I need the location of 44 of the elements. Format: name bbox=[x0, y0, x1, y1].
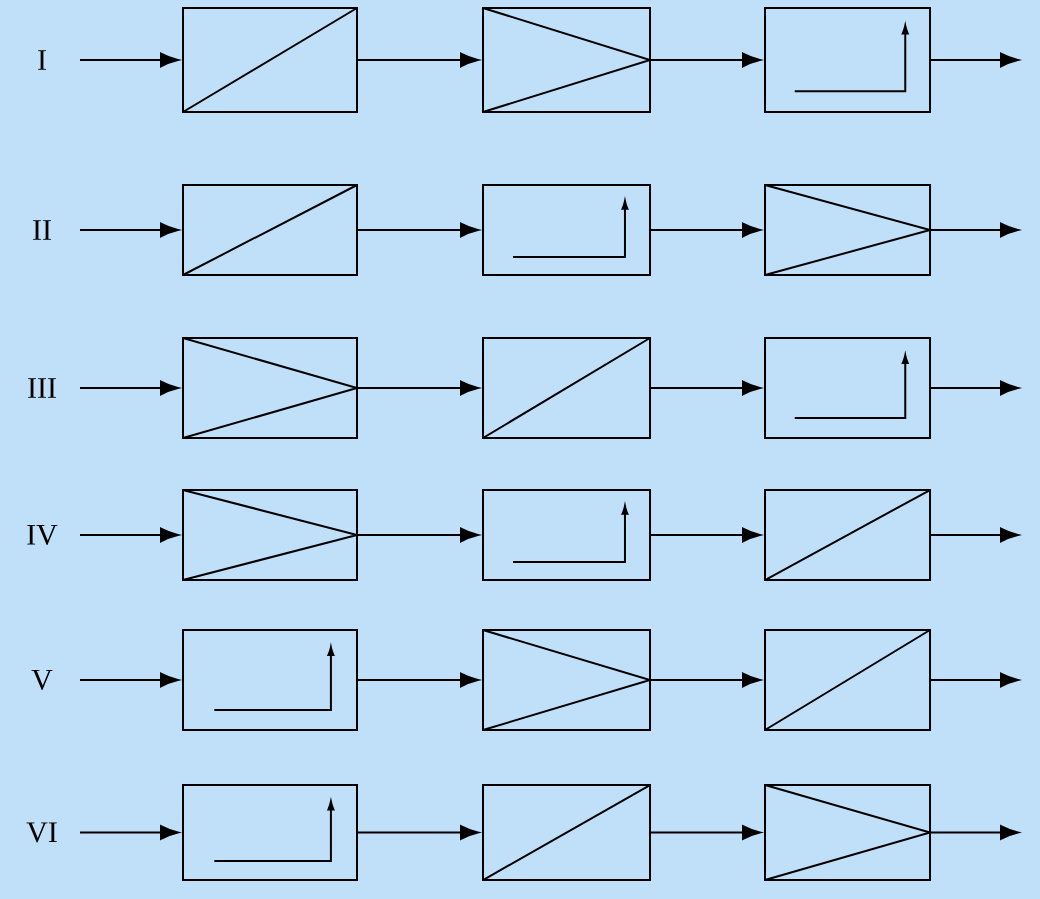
arrow bbox=[79, 52, 179, 68]
ramp-block bbox=[182, 184, 358, 276]
wedge-block bbox=[482, 629, 654, 731]
arrow bbox=[650, 380, 761, 396]
row-label: I bbox=[38, 50, 46, 70]
row-label: II bbox=[33, 220, 51, 240]
wedge-block bbox=[764, 784, 934, 881]
step-block bbox=[182, 629, 358, 731]
ramp-block bbox=[764, 629, 931, 731]
ramp-block bbox=[182, 7, 358, 113]
arrow bbox=[650, 672, 761, 688]
arrow bbox=[650, 52, 761, 68]
arrow bbox=[650, 527, 761, 543]
arrow bbox=[357, 672, 479, 688]
row-label: VI bbox=[26, 822, 57, 843]
ramp-block bbox=[764, 489, 931, 581]
arrow bbox=[357, 222, 479, 238]
wedge-block bbox=[764, 184, 934, 276]
row-label: IV bbox=[27, 524, 58, 546]
arrow bbox=[79, 672, 179, 688]
ramp-block bbox=[482, 784, 651, 881]
arrow bbox=[930, 380, 1019, 396]
arrow bbox=[357, 527, 479, 543]
arrow bbox=[930, 52, 1019, 68]
arrow bbox=[357, 380, 479, 396]
wedge-block bbox=[182, 489, 361, 581]
step-block bbox=[764, 337, 931, 439]
step-block bbox=[182, 784, 358, 881]
arrow bbox=[357, 52, 479, 68]
arrow bbox=[79, 527, 179, 543]
arrow bbox=[930, 527, 1019, 543]
arrow bbox=[79, 380, 179, 396]
step-block bbox=[764, 7, 931, 113]
arrow bbox=[650, 222, 761, 238]
row-label: V bbox=[31, 669, 53, 691]
wedge-block bbox=[482, 7, 654, 113]
arrow bbox=[930, 222, 1019, 238]
step-block bbox=[482, 489, 651, 581]
wedge-block bbox=[182, 337, 361, 439]
ramp-block bbox=[482, 337, 651, 439]
arrow bbox=[930, 672, 1019, 688]
arrow bbox=[79, 222, 179, 238]
step-block bbox=[482, 184, 651, 276]
row-label: III bbox=[28, 378, 56, 398]
